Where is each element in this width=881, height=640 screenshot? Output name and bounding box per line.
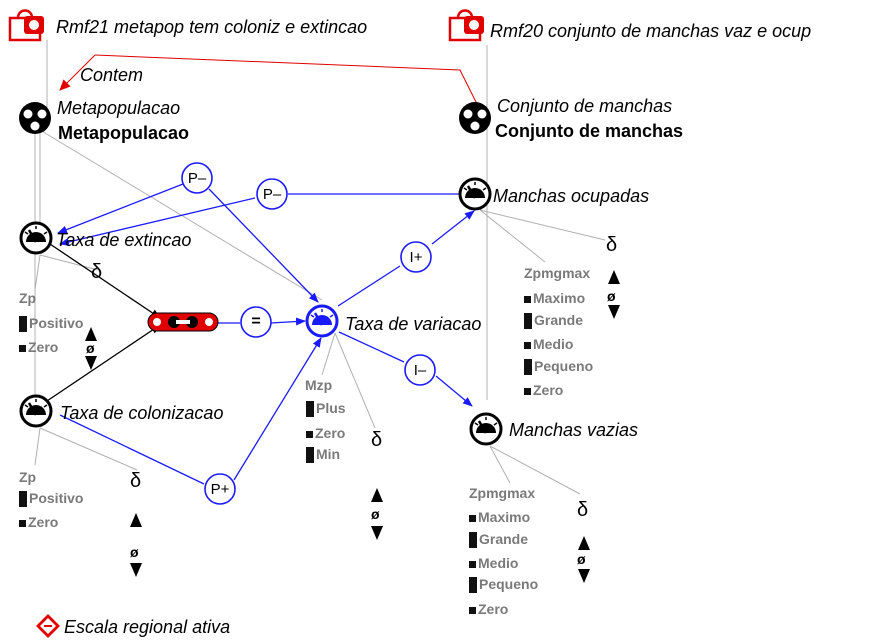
qvalue-positivo-1[interactable]: Positivo bbox=[19, 316, 83, 333]
qvalue-zero-3[interactable]: Zero bbox=[306, 426, 345, 440]
entity-instance-metapopulacao[interactable]: Metapopulacao bbox=[58, 123, 190, 143]
assumption-diamond-icon bbox=[36, 614, 60, 638]
causal-arrows bbox=[57, 183, 475, 485]
assumption-label[interactable]: Escala regional ativa bbox=[64, 617, 231, 637]
derivative-delta-4: δ bbox=[606, 234, 618, 256]
operator-p-plus[interactable]: P+ bbox=[210, 481, 230, 498]
quantity-label-colonizacao[interactable]: Taxa de colonizacao bbox=[60, 403, 224, 423]
entity-icon-metapopulacao bbox=[19, 102, 51, 134]
operator-p-minus-2[interactable]: P– bbox=[262, 186, 282, 203]
model-fragment-title-rmf21[interactable]: Rmf21 metapop tem coloniz e extincao bbox=[56, 17, 368, 37]
entity-label-conjunto[interactable]: Conjunto de manchas bbox=[497, 96, 673, 116]
quantity-space-label-mzp: Mzp bbox=[305, 377, 333, 393]
gauge-icon-vazias bbox=[469, 412, 503, 446]
operator-circles bbox=[181, 162, 436, 505]
entity-instance-conjunto[interactable]: Conjunto de manchas bbox=[495, 121, 684, 141]
quantity-space-label-zpmgmax-2: Zpmgmax bbox=[469, 485, 536, 501]
qvalue-pequeno-1[interactable]: Pequeno bbox=[524, 359, 593, 376]
qvalue-grande-1[interactable]: Grande bbox=[524, 313, 583, 330]
quantity-space-label-zp-2: Zp bbox=[19, 469, 37, 485]
derivative-arrows bbox=[85, 270, 620, 583]
model-fragment-title-rmf20[interactable]: Rmf20 conjunto de manchas vaz e ocup bbox=[490, 21, 812, 41]
entity-label-metapopulacao[interactable]: Metapopulacao bbox=[57, 98, 181, 118]
qvalue-plus[interactable]: Plus bbox=[306, 401, 346, 418]
qvalue-medio-2[interactable]: Medio bbox=[469, 556, 518, 570]
qvalue-grande-2[interactable]: Grande bbox=[469, 532, 528, 549]
derivative-delta-1: δ bbox=[91, 261, 103, 283]
quantity-space-label-zpmgmax-1: Zpmgmax bbox=[524, 265, 591, 281]
calculator-minus-node[interactable] bbox=[147, 312, 219, 332]
quantity-label-vazias[interactable]: Manchas vazias bbox=[509, 420, 639, 440]
quantity-label-variacao[interactable]: Taxa de variacao bbox=[345, 314, 482, 334]
gauge-icon-ocupadas bbox=[458, 177, 492, 211]
derivative-delta-5: δ bbox=[577, 499, 589, 521]
qvalue-maximo-2[interactable]: Maximo bbox=[469, 510, 530, 524]
derivative-zero-3[interactable]: ø bbox=[371, 506, 380, 522]
gauge-icon-variacao bbox=[305, 304, 339, 338]
qvalue-positivo-2[interactable]: Positivo bbox=[19, 491, 83, 508]
entity-icon-conjunto bbox=[459, 102, 491, 134]
qvalue-zero-5[interactable]: Zero bbox=[469, 602, 508, 616]
qvalue-pequeno-2[interactable]: Pequeno bbox=[469, 577, 538, 594]
model-fragment-icon-rmf20 bbox=[448, 9, 484, 42]
qvalue-medio-1[interactable]: Medio bbox=[524, 337, 573, 351]
derivative-delta-3: δ bbox=[371, 429, 383, 451]
derivative-zero-2[interactable]: ø bbox=[130, 544, 139, 560]
operator-i-minus[interactable]: I– bbox=[413, 362, 427, 379]
qvalue-zero-4[interactable]: Zero bbox=[524, 383, 563, 397]
relation-label-contem: Contem bbox=[80, 65, 144, 85]
model-fragment-icon-rmf21 bbox=[8, 9, 44, 42]
qvalue-zero-1[interactable]: Zero bbox=[19, 340, 58, 354]
quantity-space-label-zp-1: Zp bbox=[19, 290, 37, 306]
gauge-icon-colonizacao bbox=[19, 394, 53, 428]
operator-equal[interactable]: = bbox=[251, 313, 261, 330]
derivative-zero-1[interactable]: ø bbox=[86, 340, 95, 356]
operator-i-plus[interactable]: I+ bbox=[409, 249, 423, 266]
gauge-icon-extincao bbox=[19, 221, 53, 255]
quantity-label-extincao[interactable]: Taxa de extincao bbox=[56, 230, 192, 250]
quantity-label-ocupadas[interactable]: Manchas ocupadas bbox=[493, 186, 650, 206]
qvalue-maximo-1[interactable]: Maximo bbox=[524, 291, 585, 305]
derivative-zero-5[interactable]: ø bbox=[577, 551, 586, 567]
operator-p-minus-1[interactable]: P– bbox=[187, 170, 207, 187]
qvalue-min[interactable]: Min bbox=[306, 447, 340, 464]
qvalue-zero-2[interactable]: Zero bbox=[19, 515, 58, 529]
derivative-delta-2: δ bbox=[130, 470, 142, 492]
derivative-zero-4[interactable]: ø bbox=[607, 288, 616, 304]
